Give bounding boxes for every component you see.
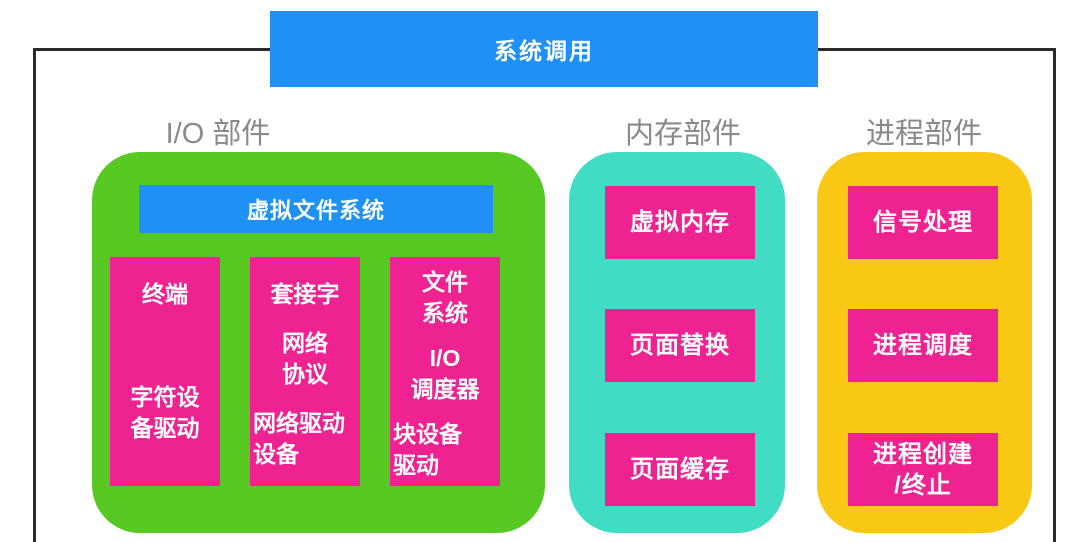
process-section-title: 进程部件 xyxy=(865,118,982,150)
io-column-terminal: 终端字符设备驱动 xyxy=(110,257,220,486)
process-box-process-scheduling: 进程调度 xyxy=(848,309,998,382)
io-column-label-group: 网络驱动设备 xyxy=(253,410,345,467)
io-column-label-group: 网络协议 xyxy=(282,330,328,387)
memory-section-container: 虚拟内存页面替换页面缓存 xyxy=(569,152,785,533)
io-column-label-group: 字符设备驱动 xyxy=(130,384,200,441)
io-column-label-group: 文件系统 xyxy=(422,269,468,326)
io-column-network: 套接字网络协议网络驱动设备 xyxy=(250,257,360,486)
memory-box-page-replacement: 页面替换 xyxy=(605,309,755,382)
io-column-label-group: 套接字 xyxy=(270,281,340,307)
virtual-file-system-label: 虚拟文件系统 xyxy=(246,198,385,223)
memory-box-virtual-memory: 虚拟内存 xyxy=(605,186,755,259)
io-section-title: I/O 部件 xyxy=(165,118,271,150)
system-call-label: 系统调用 xyxy=(494,38,594,64)
virtual-file-system-bar: 虚拟文件系统 xyxy=(139,185,493,233)
process-section-container: 信号处理进程调度进程创建/终止 xyxy=(817,152,1032,533)
io-column-label-group: 块设备驱动 xyxy=(393,421,462,478)
memory-box-page-cache: 页面缓存 xyxy=(605,433,755,506)
process-box-process-create-terminate: 进程创建/终止 xyxy=(848,433,998,506)
process-box-signal-handling: 信号处理 xyxy=(848,186,998,259)
system-call-banner: 系统调用 xyxy=(270,11,818,87)
io-column-label-group: 终端 xyxy=(142,281,188,307)
memory-section-title: 内存部件 xyxy=(624,118,741,150)
